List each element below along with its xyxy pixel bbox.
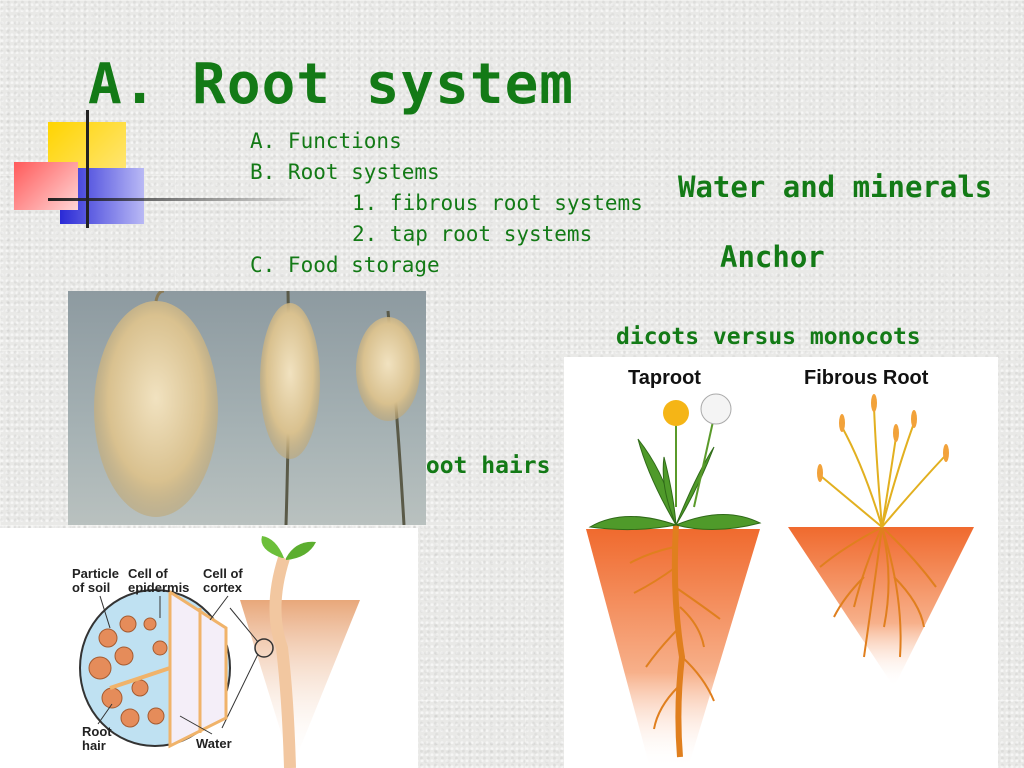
label-epidermis-2: epidermis <box>128 580 189 595</box>
svg-text:Cell of: Cell of <box>203 566 243 581</box>
root-hair-diagram-image: Particle of soil Cell of epidermis Cell … <box>72 536 360 768</box>
svg-text:epidermis: epidermis <box>128 580 189 595</box>
root-comparison-figure: Taproot Fibrous Root <box>564 357 998 768</box>
svg-text:cortex: cortex <box>203 580 243 595</box>
annotation-water: Water and minerals <box>678 170 993 204</box>
svg-text:Root: Root <box>82 724 112 739</box>
root-comparison-image: Taproot Fibrous Root <box>586 367 974 768</box>
outline-list: A. Functions B. Root systems 1. fibrous … <box>250 126 643 281</box>
label-cortex-1: Cell of <box>203 566 243 581</box>
root-hair-photo <box>68 291 426 525</box>
label-root-hair-1: Root <box>82 724 112 739</box>
svg-text:of soil: of soil <box>72 580 110 595</box>
fibrous-root-label: Fibrous Root <box>804 367 929 389</box>
label-root-hair-2: hair <box>82 738 106 753</box>
label-water: Water <box>196 736 232 751</box>
svg-text:Water: Water <box>196 736 232 751</box>
label-cortex-2: cortex <box>203 580 243 595</box>
label-particle-1: Particle <box>72 566 119 581</box>
svg-text:Cell of: Cell of <box>128 566 168 581</box>
label-particle-2: of soil <box>72 580 110 595</box>
outline-item: 1. fibrous root systems <box>352 191 643 215</box>
outline-item: 2. tap root systems <box>352 222 593 246</box>
root-hair-diagram: Particle of soil Cell of epidermis Cell … <box>0 528 418 768</box>
outline-item: C. Food storage <box>250 253 440 277</box>
taproot-label: Taproot <box>628 367 701 389</box>
annotation-root-hairs: Root hairs <box>412 453 551 479</box>
svg-text:Particle: Particle <box>72 566 119 581</box>
root-hair-photo-image <box>94 291 420 525</box>
annotation-dicots: dicots versus monocots <box>616 324 921 350</box>
outline-item: A. Functions <box>250 129 402 153</box>
outline-item: B. Root systems <box>250 160 440 184</box>
annotation-anchor: Anchor <box>720 240 825 274</box>
label-epidermis-1: Cell of <box>128 566 168 581</box>
svg-text:hair: hair <box>82 738 106 753</box>
slide-title: A. Root system <box>88 52 575 117</box>
